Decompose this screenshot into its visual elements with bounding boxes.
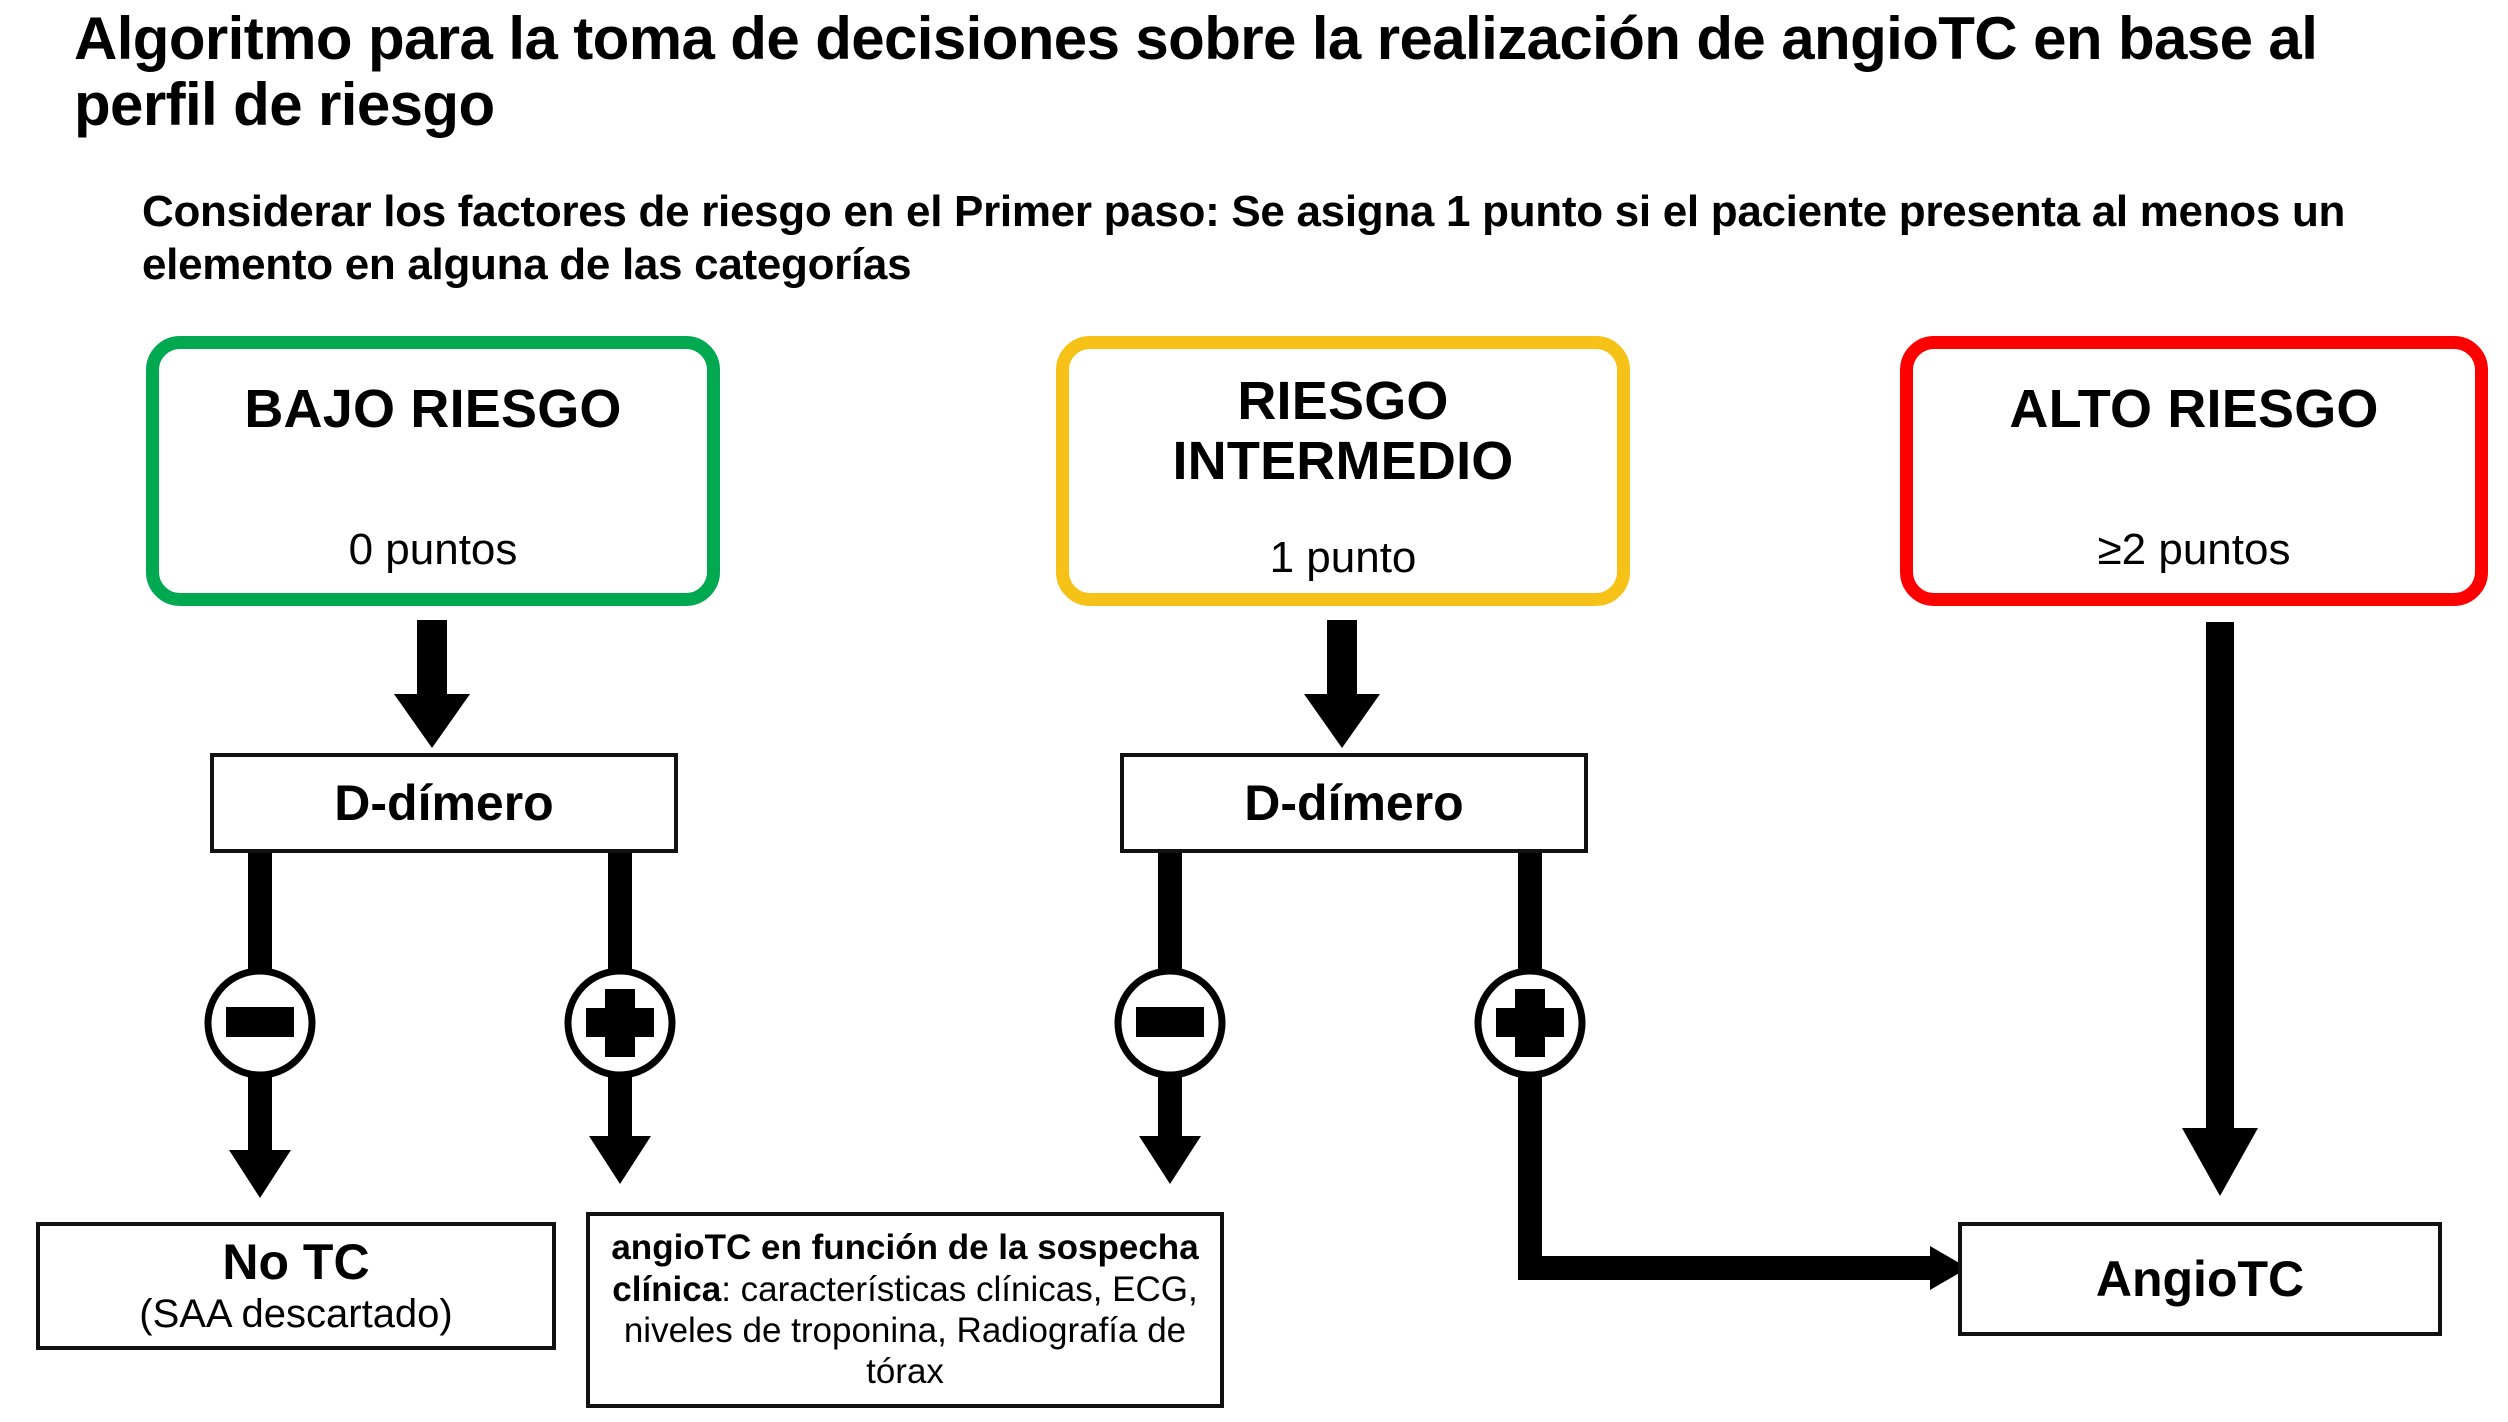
risk-card-high-points: ≥2 puntos bbox=[2097, 525, 2291, 574]
minus-sign-icon-low bbox=[204, 967, 316, 1079]
outcome-suspicion-bold: angioTC en función de la sospecha clínic… bbox=[611, 1228, 1199, 1309]
arrow-high-card-to-angiotc bbox=[2182, 622, 2258, 1196]
stem-intermediate-positive bbox=[1518, 853, 1542, 975]
outcome-suspicion-rest: : características clínicas, ECG, niveles… bbox=[623, 1269, 1198, 1392]
arrow-intermediate-card-to-ddimer bbox=[1304, 620, 1380, 748]
risk-card-high[interactable]: ALTO RIESGO ≥2 puntos bbox=[1900, 336, 2488, 606]
outcome-no-tc-title: No TC bbox=[222, 1234, 370, 1290]
outcome-angiotc-title: AngioTC bbox=[2095, 1251, 2305, 1307]
outcome-box-angiotc[interactable]: AngioTC bbox=[1958, 1222, 2442, 1336]
risk-card-intermediate-points: 1 punto bbox=[1269, 533, 1417, 582]
ddimer-box-low-label: D-dímero bbox=[334, 775, 554, 831]
stem-low-positive bbox=[608, 853, 632, 975]
ddimer-box-intermediate[interactable]: D-dímero bbox=[1120, 753, 1588, 853]
arrow-low-card-to-ddimer bbox=[394, 620, 470, 748]
risk-card-high-title: ALTO RIESGO bbox=[2009, 379, 2379, 439]
arrow-low-negative-to-no-tc bbox=[229, 1073, 291, 1198]
risk-card-low[interactable]: BAJO RIESGO 0 puntos bbox=[146, 336, 720, 606]
plus-sign-icon-low bbox=[564, 967, 676, 1079]
arrow-intermediate-positive-to-angiotc bbox=[1518, 1073, 1968, 1290]
outcome-no-tc-subtitle: (SAA descartado) bbox=[139, 1292, 453, 1336]
outcome-box-no-tc[interactable]: No TC (SAA descartado) bbox=[36, 1222, 556, 1350]
arrow-intermediate-negative-to-suspicion bbox=[1139, 1073, 1201, 1184]
minus-sign-icon-intermediate bbox=[1114, 967, 1226, 1079]
risk-card-intermediate[interactable]: RIESGO INTERMEDIO 1 punto bbox=[1056, 336, 1630, 606]
page-subtitle: Considerar los factores de riesgo en el … bbox=[142, 187, 2358, 289]
plus-sign-icon-intermediate bbox=[1474, 967, 1586, 1079]
risk-card-low-points: 0 puntos bbox=[348, 525, 518, 574]
risk-card-low-title: BAJO RIESGO bbox=[244, 379, 622, 439]
risk-card-intermediate-title: RIESGO INTERMEDIO bbox=[1172, 371, 1514, 492]
arrow-low-positive-to-suspicion bbox=[589, 1073, 651, 1184]
outcome-box-suspicion[interactable]: angioTC en función de la sospecha clínic… bbox=[586, 1212, 1224, 1408]
page-title: Algoritmo para la toma de decisiones sob… bbox=[74, 5, 2334, 138]
ddimer-box-low[interactable]: D-dímero bbox=[210, 753, 678, 853]
outcome-suspicion-text: angioTC en función de la sospecha clínic… bbox=[590, 1227, 1220, 1392]
ddimer-box-intermediate-label: D-dímero bbox=[1244, 775, 1464, 831]
stem-intermediate-negative bbox=[1158, 853, 1182, 975]
stem-low-negative bbox=[248, 853, 272, 975]
